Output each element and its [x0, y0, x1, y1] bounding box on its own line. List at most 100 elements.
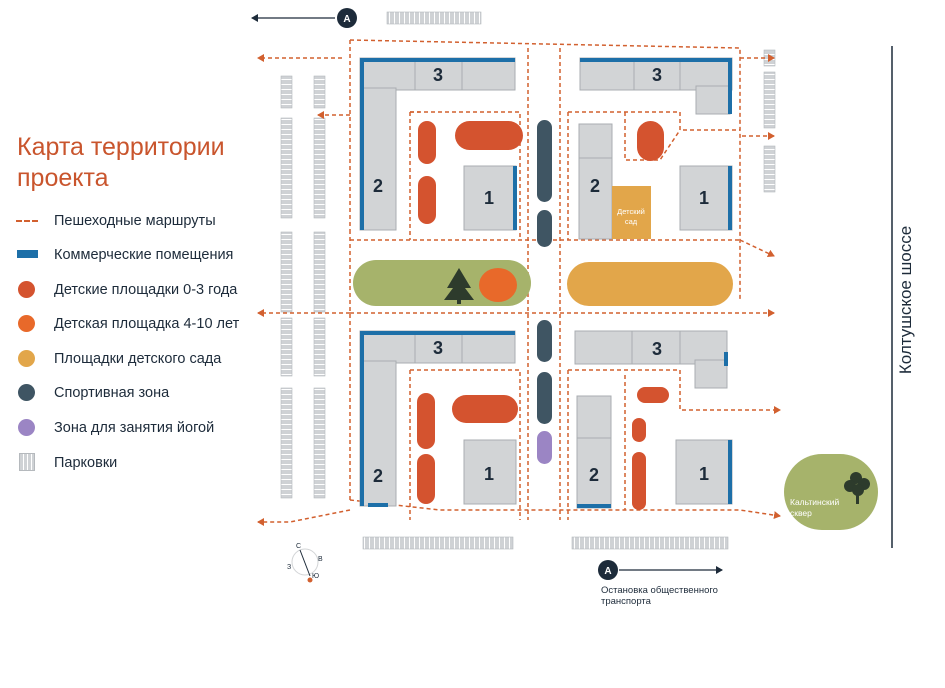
- commercial-strip: [360, 331, 364, 506]
- sport-zone-icon: [16, 383, 38, 403]
- legend-item-sport: Спортивная зона: [16, 381, 316, 405]
- commercial-strip: [580, 58, 732, 62]
- playground-0-3: [637, 121, 664, 161]
- kindergarten-playground-icon: [16, 349, 38, 369]
- legend-item-parking: Парковки: [16, 451, 316, 475]
- parking-icon: [16, 453, 38, 473]
- commercial-strip: [577, 504, 611, 508]
- playground-0-3: [418, 121, 436, 164]
- legend-label: Детская площадка 4-10 лет: [54, 316, 240, 332]
- commercial-strip: [360, 58, 364, 230]
- legend-item-commercial: Коммерческие помещения: [16, 243, 316, 267]
- building-2-bl: [359, 360, 397, 507]
- legend-item-yoga: Зона для занятия йогой: [16, 416, 316, 440]
- legend-label: Спортивная зона: [54, 385, 170, 401]
- sport-zone: [537, 210, 552, 247]
- legend-label: Пешеходные маршруты: [54, 213, 216, 229]
- legend-item-routes: Пешеходные маршруты: [16, 209, 316, 233]
- building-number: 1: [484, 464, 494, 484]
- building-number: 2: [373, 466, 383, 486]
- playground-4-10-center: [479, 268, 517, 302]
- building-number: 2: [373, 176, 383, 196]
- building-number: 3: [433, 65, 443, 85]
- route-symbol-icon: [16, 211, 38, 231]
- bus-stop-marker-top: [337, 8, 357, 28]
- legend-item-playground-4-10: Детская площадка 4-10 лет: [16, 312, 316, 336]
- bus-stop-letter: А: [604, 566, 611, 577]
- legend-label: Детские площадки 0-3 года: [54, 282, 238, 298]
- park-label-line1: Кальтинский: [790, 497, 839, 507]
- pedestrian-routes: [257, 39, 781, 526]
- building-number: 3: [652, 65, 662, 85]
- map-title: Карта территории проекта: [17, 133, 225, 192]
- kindergarten-building: [612, 186, 651, 239]
- playground-0-3: [637, 387, 669, 403]
- building-number: 3: [433, 338, 443, 358]
- parking-bottom-left: [362, 536, 514, 550]
- playground-0-3: [418, 176, 436, 224]
- compass-letter: С: [296, 543, 301, 550]
- building-number: 1: [484, 188, 494, 208]
- parking-left: [280, 75, 326, 499]
- building-number: 2: [589, 465, 599, 485]
- kindergarten-playground-area: [567, 262, 733, 306]
- playground-0-3: [417, 454, 435, 504]
- building-3-br: [574, 330, 728, 365]
- park-tree-icon: [844, 472, 870, 504]
- block-top-right: 3 2 Детский сад 1: [578, 57, 733, 240]
- parking-bottom-right: [571, 536, 729, 550]
- block-top-left: 3 2 1: [359, 57, 523, 231]
- yoga-zone-icon: [16, 418, 38, 438]
- playground-4-10-icon: [16, 314, 38, 334]
- building-1-tr: [679, 165, 733, 231]
- legend-label: Коммерческие помещения: [54, 247, 234, 263]
- playground-0-3: [452, 395, 518, 423]
- compass-letter: В: [318, 556, 323, 563]
- kaltinsky-square: [784, 454, 878, 530]
- building-number: 1: [699, 188, 709, 208]
- building-2-tl: [359, 87, 397, 231]
- legend-item-kindergarten: Площадки детского сада: [16, 347, 316, 371]
- playground-0-3: [632, 418, 646, 442]
- legend-item-playground-0-3: Детские площадки 0-3 года: [16, 278, 316, 302]
- commercial-strip: [360, 331, 515, 335]
- compass-icon: С В Ю З: [287, 543, 323, 583]
- bus-stop-marker: [598, 560, 618, 580]
- commercial-strip: [728, 166, 732, 230]
- playground-0-3-icon: [16, 280, 38, 300]
- building-2-br: [576, 395, 612, 509]
- legend-label: Парковки: [54, 455, 118, 471]
- tree-icon: [444, 268, 474, 304]
- playground-0-3: [455, 121, 523, 150]
- legend-label: Площадки детского сада: [54, 351, 222, 367]
- playground-0-3: [417, 393, 435, 449]
- sport-zone: [537, 320, 552, 362]
- building-number: 3: [652, 339, 662, 359]
- park-label-line2: сквер: [790, 508, 812, 518]
- commercial-strip: [728, 58, 732, 114]
- playground-0-3: [632, 452, 646, 510]
- road-label: Колтушское шоссе: [896, 225, 915, 375]
- commercial-strip: [513, 166, 517, 230]
- compass-letter: З: [287, 564, 291, 571]
- block-bottom-left: 3 2 1: [359, 330, 518, 507]
- building-number: 2: [590, 176, 600, 196]
- sport-zone: [537, 120, 552, 202]
- building-1-tl: [463, 165, 517, 231]
- kindergarten-label-line1: Детский: [617, 207, 645, 216]
- compass-letter: Ю: [312, 573, 319, 580]
- legend-label: Зона для занятия йогой: [54, 420, 215, 436]
- building-3-tl: [359, 57, 516, 91]
- building-2-tr: [578, 123, 613, 240]
- block-bottom-right: 3 2 1: [574, 330, 733, 510]
- building-number: 1: [699, 464, 709, 484]
- commercial-strip: [360, 58, 515, 62]
- yoga-zone: [537, 431, 552, 464]
- sport-zone: [537, 372, 552, 424]
- building-3-bl: [359, 330, 516, 364]
- bus-stop-letter: А: [343, 14, 350, 25]
- commercial-strip: [728, 440, 732, 504]
- parking-right: [763, 49, 776, 193]
- kindergarten-label-line2: сад: [625, 217, 638, 226]
